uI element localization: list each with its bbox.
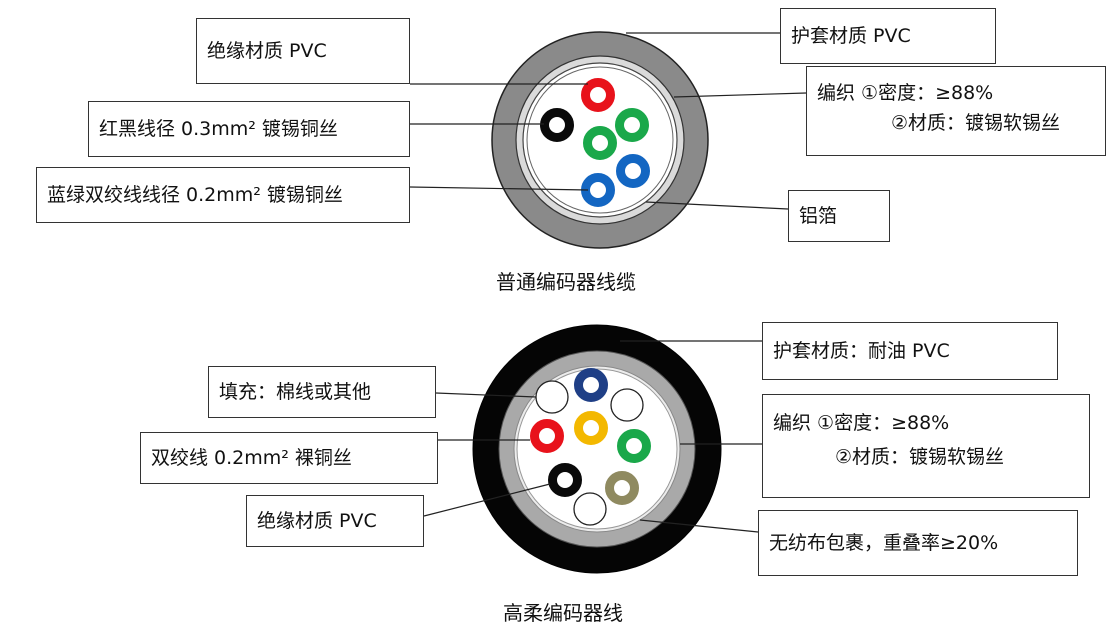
cable2-red-conductor (530, 419, 564, 453)
cable1-green-conductor-a (615, 108, 649, 142)
c2-wrap-text: 无纺布包裹，重叠率≥20% (769, 532, 999, 554)
leader-c1-blue-green (409, 186, 589, 191)
cable2-filler-a (535, 380, 569, 414)
c1-insulation-text: 绝缘材质 PVC (207, 40, 327, 62)
leader-c1-foil (645, 201, 789, 210)
c2-jacket-text: 护套材质：耐油 PVC (773, 340, 950, 362)
c1-red-black-label: 红黑线径 0.3mm² 镀锡铜丝 (88, 101, 410, 157)
cable1-blue-conductor-b (581, 173, 615, 207)
c2-insulation-text: 绝缘材质 PVC (257, 510, 377, 532)
cable1-green-conductor-b (583, 126, 617, 160)
c1-red-black-text: 红黑线径 0.3mm² 镀锡铜丝 (99, 118, 338, 140)
c1-braid-line2: ②材质：镀锡软锡丝 (891, 112, 1061, 134)
c1-blue-green-text: 蓝绿双绞线线径 0.2mm² 镀锡铜丝 (47, 184, 343, 206)
c1-insulation-label: 绝缘材质 PVC (196, 18, 410, 84)
leader-c2-filler (435, 392, 537, 398)
c1-braid-label: 编织 ①密度：≥88% ②材质：镀锡软锡丝 (806, 66, 1106, 156)
cable2-black-conductor (548, 463, 582, 497)
c1-foil-text: 铝箔 (799, 205, 838, 227)
leader-c2-insulation (423, 483, 551, 517)
high-flex-encoder-cable-cross-section (472, 324, 722, 574)
c1-caption: 普通编码器线缆 (496, 270, 636, 294)
c2-filler-label: 填充：棉线或其他 (208, 366, 436, 418)
c1-jacket-text: 护套材质 PVC (791, 25, 911, 47)
cable2-yellow-conductor (574, 411, 608, 445)
leader-lines (409, 32, 807, 533)
leader-c1-braid (673, 92, 807, 98)
cable2-green-conductor (617, 429, 651, 463)
c2-wrap-label: 无纺布包裹，重叠率≥20% (758, 510, 1078, 576)
c2-twisted-label: 双绞线 0.2mm² 裸铜丝 (140, 432, 438, 484)
c1-foil-label: 铝箔 (788, 190, 890, 242)
c2-filler-text: 填充：棉线或其他 (219, 381, 372, 403)
c1-blue-green-label: 蓝绿双绞线线径 0.2mm² 镀锡铜丝 (36, 167, 410, 223)
standard-encoder-cable-cross-section (491, 31, 709, 249)
cable2-navy-conductor (574, 368, 608, 402)
c2-insulation-label: 绝缘材质 PVC (246, 495, 424, 547)
c2-braid-label: 编织 ①密度：≥88% ②材质：镀锡软锡丝 (762, 394, 1090, 498)
cable1-red-conductor (581, 78, 615, 112)
cable1-blue-conductor-a (616, 154, 650, 188)
cable1-black-conductor (540, 108, 574, 142)
c1-jacket-label: 护套材质 PVC (780, 8, 996, 64)
c2-braid-line2: ②材质：镀锡软锡丝 (835, 446, 1005, 468)
cable2-olive-conductor (605, 471, 639, 505)
leader-c2-wrap (639, 519, 759, 533)
cable2-filler-b (610, 388, 644, 422)
c1-braid-line1: 编织 ①密度：≥88% (817, 82, 994, 104)
c2-braid-line1: 编织 ①密度：≥88% (773, 412, 950, 434)
c2-jacket-label: 护套材质：耐油 PVC (762, 322, 1058, 380)
cable2-filler-c (573, 492, 607, 526)
c2-twisted-text: 双绞线 0.2mm² 裸铜丝 (151, 447, 352, 469)
c2-caption: 高柔编码器线 (503, 601, 623, 625)
